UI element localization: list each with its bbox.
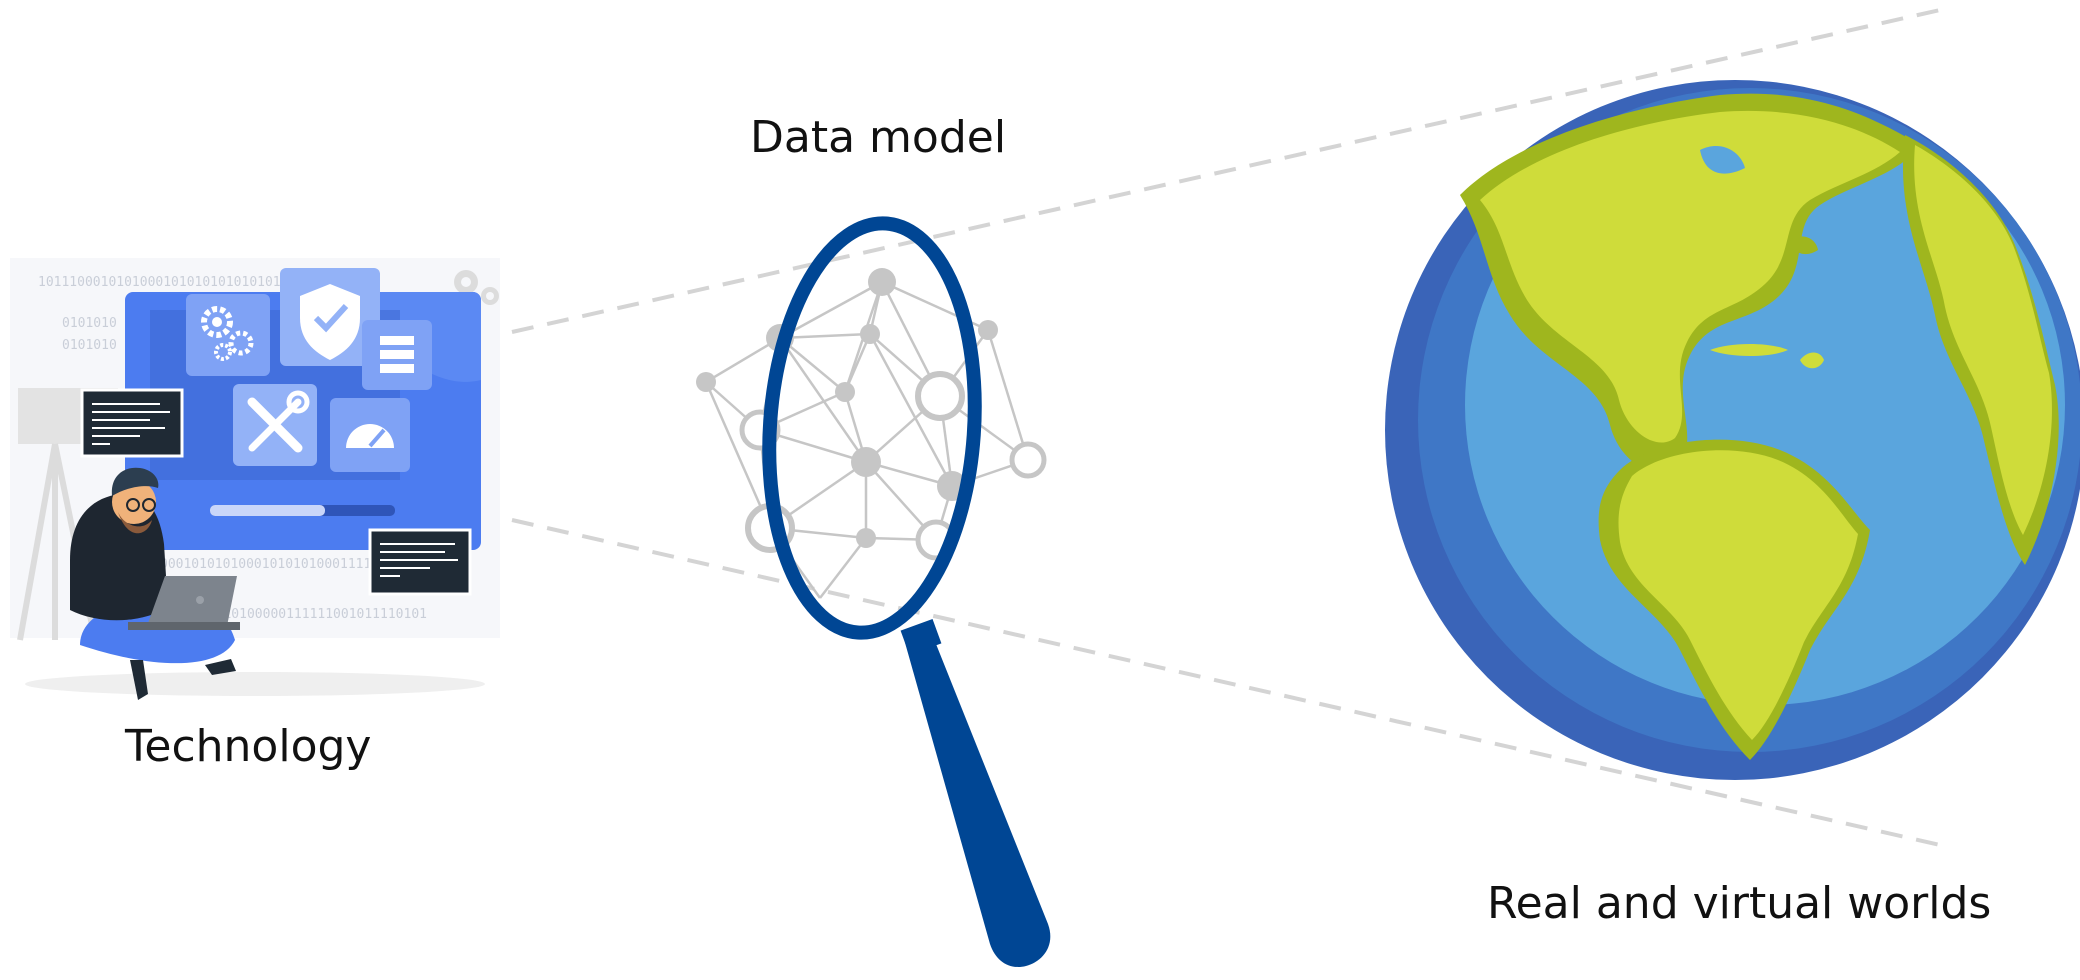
magnifying-glass-icon xyxy=(762,216,1051,968)
europe-africa-land xyxy=(1902,135,2059,565)
network-nodes xyxy=(696,268,1047,561)
projection-line-upper xyxy=(511,8,1941,334)
person-with-laptop-icon xyxy=(70,467,240,700)
shield-check-icon xyxy=(280,268,380,366)
technology-illustration: 1011100010101000101010101010101010000 01… xyxy=(10,258,500,700)
gear-decoration-icon xyxy=(454,270,499,305)
binary-text-1: 1011100010101000101010101010101010000 xyxy=(38,275,328,290)
caribbean-land xyxy=(1710,344,1824,369)
tools-icon xyxy=(233,384,317,466)
gears-icon xyxy=(186,294,270,376)
real-and-virtual-worlds-label: Real and virtual worlds xyxy=(1487,878,1992,929)
globe-illustration xyxy=(1385,80,2080,780)
south-america-land xyxy=(1598,439,1870,760)
binary-text-3: 0101010 xyxy=(62,338,117,353)
binary-text-4: 000101010100010101010001111101010 xyxy=(160,557,418,572)
ground-shadow xyxy=(25,672,485,696)
binary-text-5: 01010100000111111001011110101 xyxy=(200,607,427,622)
technology-label: Technology xyxy=(125,721,372,772)
progress-fill xyxy=(210,505,325,516)
server-icon xyxy=(362,320,432,390)
gauge-icon xyxy=(330,398,410,472)
code-window-right xyxy=(368,528,472,596)
binary-text-2: 0101010 xyxy=(62,316,117,331)
north-america-land xyxy=(1460,93,1920,473)
data-model-illustration xyxy=(696,216,1051,968)
projection-lines xyxy=(511,8,1941,847)
projection-line-lower xyxy=(511,518,1941,847)
data-model-label: Data model xyxy=(750,112,1007,163)
code-window-left xyxy=(80,388,184,458)
